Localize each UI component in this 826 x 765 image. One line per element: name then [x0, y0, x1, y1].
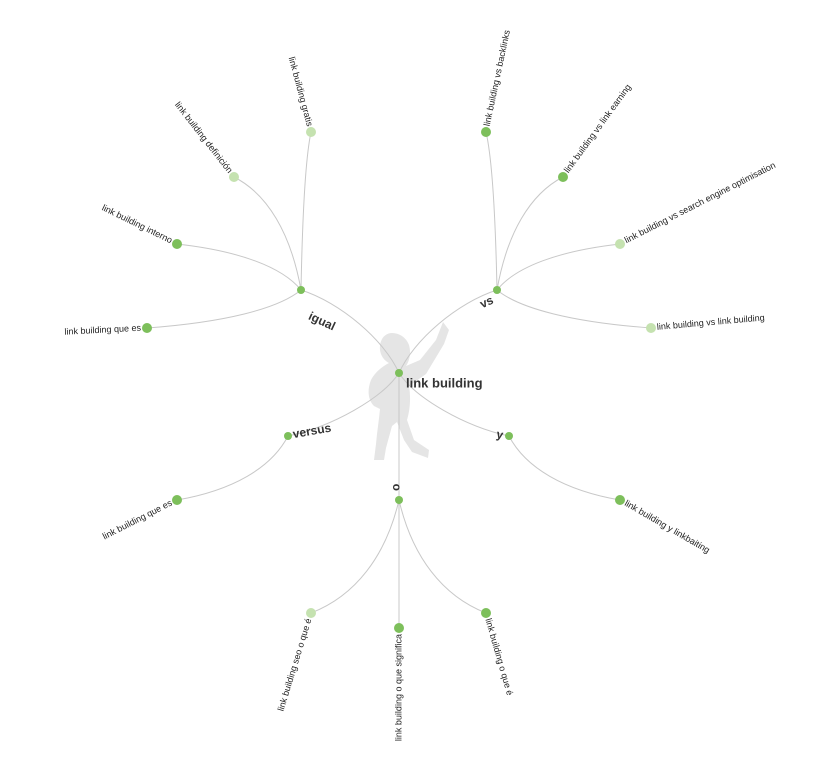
leaf-node-dot[interactable] — [142, 323, 152, 333]
leaf-node-dot[interactable] — [306, 608, 316, 618]
branch-label-y[interactable]: y — [495, 427, 505, 442]
leaf-node-dot[interactable] — [646, 323, 656, 333]
branch-node-dot-y[interactable] — [505, 432, 513, 440]
leaf-label[interactable]: link building gratis — [287, 56, 315, 128]
center-label[interactable]: link building — [406, 375, 483, 390]
leaf-label[interactable]: link building o que é — [483, 617, 515, 696]
branch-label-vs[interactable]: vs — [478, 293, 496, 311]
links-layer — [146, 131, 652, 628]
leaf-label[interactable]: link building que es — [64, 323, 141, 337]
leaf-label[interactable]: link building o que significa — [393, 634, 403, 741]
leaf-label[interactable]: link building interno — [100, 203, 174, 246]
leaf-label[interactable]: link building vs link earning — [562, 82, 633, 174]
nodes-layer: link building gratis link building defini… — [64, 29, 777, 742]
leaf-node-dot[interactable] — [394, 623, 404, 633]
center-node-dot[interactable] — [395, 369, 403, 377]
branch-node-dot-igual[interactable] — [297, 286, 305, 294]
leaf-node-dot[interactable] — [615, 495, 625, 505]
branch-node-dot-versus[interactable] — [284, 432, 292, 440]
leaf-node-dot[interactable] — [306, 127, 316, 137]
leaf-label[interactable]: link building vs link building — [656, 312, 765, 331]
leaf-node-dot[interactable] — [481, 608, 491, 618]
leaf-label[interactable]: link building vs backlinks — [482, 29, 512, 127]
leaf-node-dot[interactable] — [172, 239, 182, 249]
branch-label-versus[interactable]: versus — [292, 421, 333, 442]
branch-node-dot-vs[interactable] — [493, 286, 501, 294]
leaf-node-dot[interactable] — [615, 239, 625, 249]
branch-node-dot-o[interactable] — [395, 496, 403, 504]
leaf-label[interactable]: link building vs search engine optimisat… — [623, 160, 777, 245]
person-silhouette-icon — [368, 322, 449, 460]
leaf-label[interactable]: link building que es — [101, 497, 174, 541]
leaf-node-dot[interactable] — [558, 172, 568, 182]
branch-label-o[interactable]: o — [390, 484, 404, 491]
branch-label-igual[interactable]: igual — [306, 309, 337, 334]
leaf-label[interactable]: link building definición — [173, 100, 235, 175]
leaf-node-dot[interactable] — [229, 172, 239, 182]
leaf-node-dot[interactable] — [481, 127, 491, 137]
leaf-label[interactable]: link building seo o que é — [276, 617, 314, 712]
leaf-label[interactable]: link building y linkbaiting — [623, 498, 712, 555]
leaf-node-dot[interactable] — [172, 495, 182, 505]
